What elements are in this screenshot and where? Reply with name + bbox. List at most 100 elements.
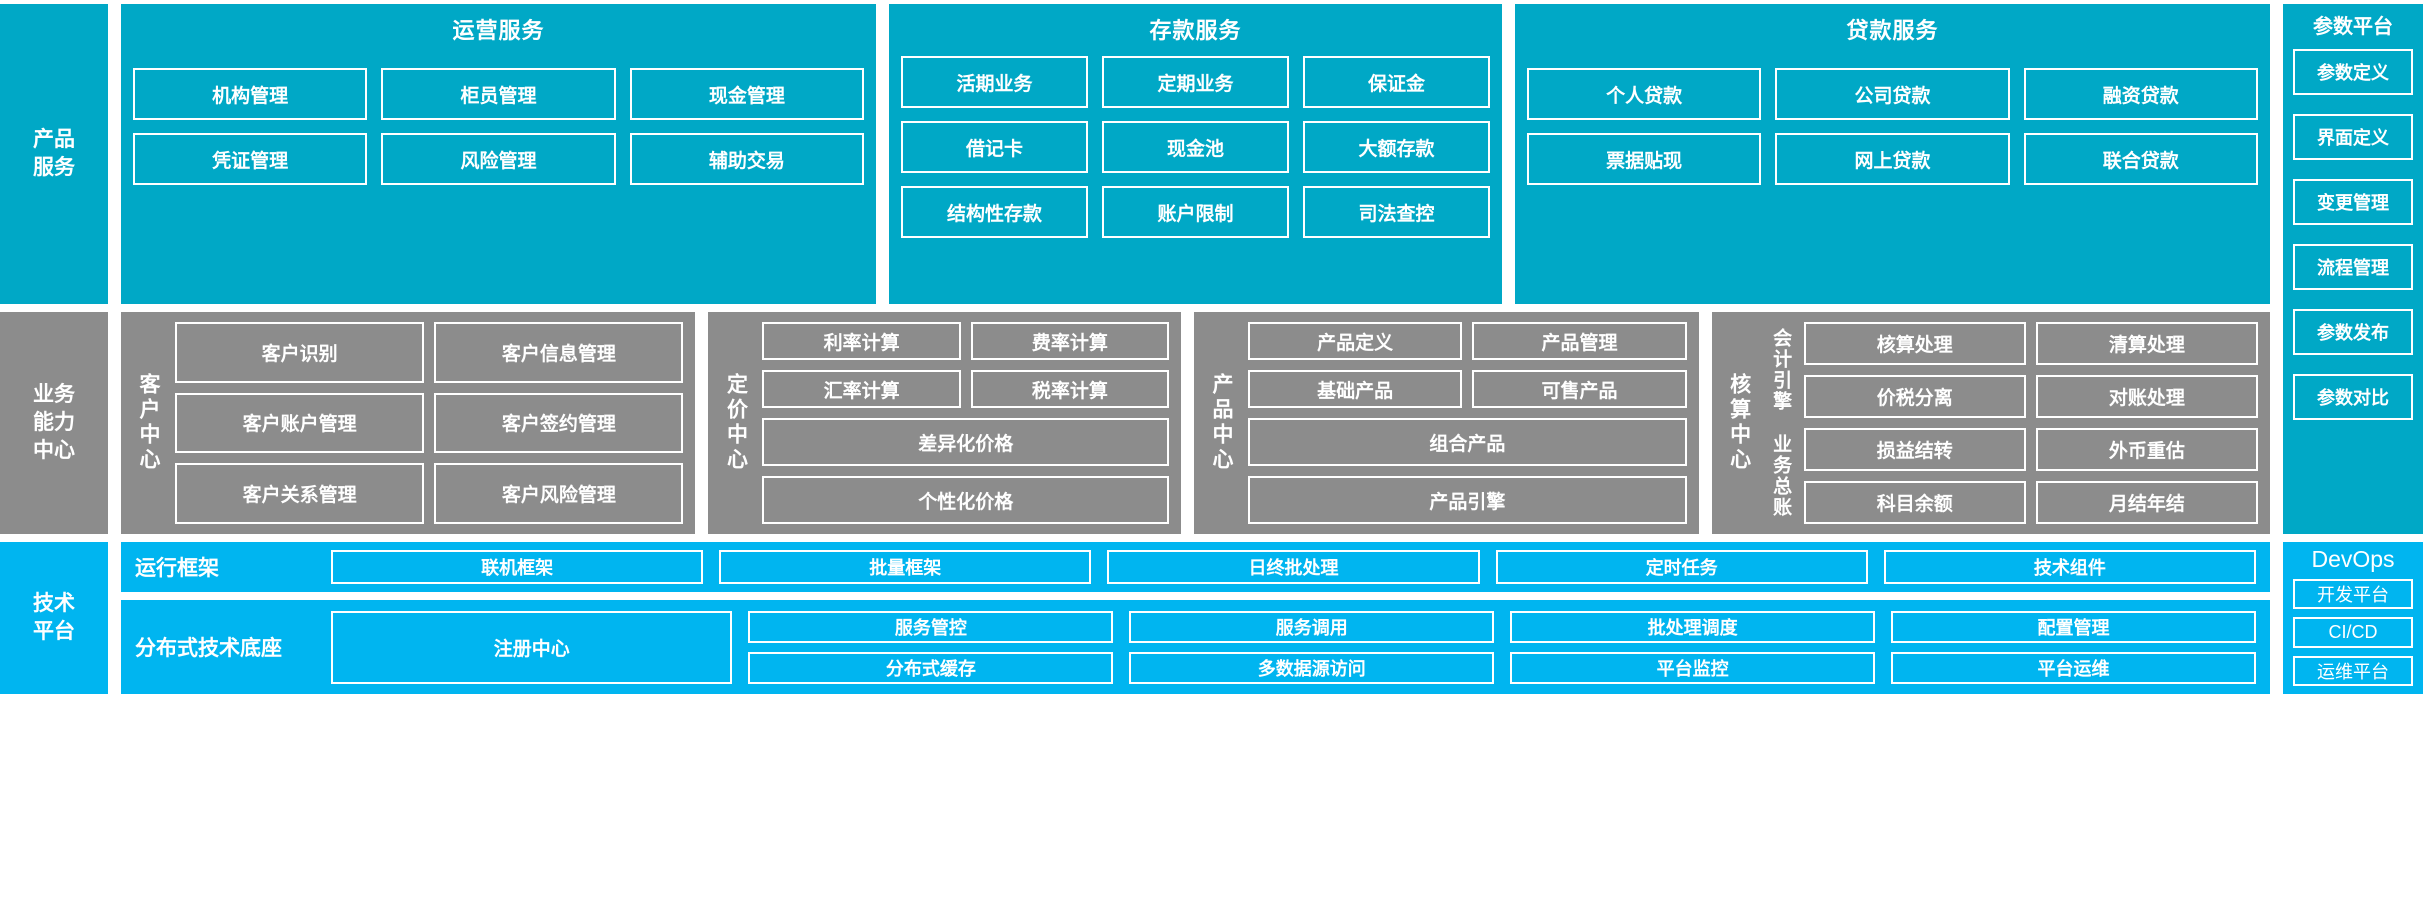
parameter-item[interactable]: 参数发布 <box>2293 309 2413 355</box>
service-item[interactable]: 机构管理 <box>133 68 368 120</box>
devops-item[interactable]: 开发平台 <box>2293 579 2413 610</box>
capability-item[interactable]: 基础产品 <box>1247 370 1463 408</box>
service-item[interactable]: 辅助交易 <box>629 133 865 185</box>
service-item[interactable]: 司法查控 <box>1302 186 1490 238</box>
row-product-services: 产品服务 运营服务 机构管理 柜员管理 现金管理 凭证管理 风险管理 辅助交易 … <box>0 4 2270 304</box>
capability-item[interactable]: 损益结转 <box>1803 428 2026 471</box>
capability-item[interactable]: 客户账户管理 <box>175 392 425 454</box>
capability-item[interactable]: 差异化价格 <box>762 418 1169 466</box>
parameter-item[interactable]: 参数定义 <box>2293 49 2413 95</box>
spine-technical-platform-label: 技术平台 <box>33 592 75 643</box>
panel-parameter-platform: 参数平台 参数定义 界面定义 变更管理 流程管理 参数发布 参数对比 <box>2283 4 2423 534</box>
capability-item[interactable]: 月结年结 <box>2035 481 2259 524</box>
framework-item[interactable]: 批量框架 <box>719 550 1092 584</box>
devops-item[interactable]: CI/CD <box>2293 617 2413 648</box>
service-item[interactable]: 柜员管理 <box>381 68 616 120</box>
service-item[interactable]: 联合贷款 <box>2023 133 2258 185</box>
center-product-label: 产品中心 <box>1209 373 1233 473</box>
panel-operation-services-grid: 机构管理 柜员管理 现金管理 凭证管理 风险管理 辅助交易 <box>133 56 865 292</box>
framework-item[interactable]: 联机框架 <box>331 550 704 584</box>
service-item[interactable]: 融资贷款 <box>2023 68 2258 120</box>
base-item[interactable]: 服务调用 <box>1129 610 1495 643</box>
service-item[interactable]: 保证金 <box>1302 56 1490 108</box>
service-item[interactable]: 定期业务 <box>1102 56 1289 108</box>
center-pricing-label: 定价中心 <box>724 373 748 473</box>
capability-item[interactable]: 清算处理 <box>2035 322 2259 365</box>
spine-product-services: 产品服务 <box>0 4 108 304</box>
base-item[interactable]: 批处理调度 <box>1510 610 1876 643</box>
distributed-base-column: 批处理调度 平台监控 <box>1510 610 1876 684</box>
capability-item[interactable]: 客户风险管理 <box>434 463 684 524</box>
row-business-capability: 业务能力中心 客户中心 客户识别 客户信息管理 客户账户管理 客户签约管理 客户… <box>0 312 2271 534</box>
capability-item[interactable]: 汇率计算 <box>762 370 961 408</box>
devops-item[interactable]: 运维平台 <box>2293 655 2413 686</box>
service-item[interactable]: 凭证管理 <box>133 133 368 185</box>
service-item[interactable]: 个人贷款 <box>1526 68 1762 120</box>
distributed-base-column: 服务管控 分布式缓存 <box>748 610 1114 684</box>
center-customer-grid: 客户识别 客户信息管理 客户账户管理 客户签约管理 客户关系管理 客户风险管理 <box>175 322 684 524</box>
spine-product-services-label: 产品服务 <box>33 128 75 179</box>
technical-platform-stack: 运行框架 联机框架 批量框架 日终批处理 定时任务 技术组件 分布式技术底座 注… <box>121 542 2270 694</box>
capability-item[interactable]: 客户签约管理 <box>434 392 684 454</box>
capability-item[interactable]: 产品引擎 <box>1247 476 1687 524</box>
capability-item[interactable]: 产品管理 <box>1472 322 1687 360</box>
capability-item[interactable]: 可售产品 <box>1472 370 1687 408</box>
framework-item[interactable]: 定时任务 <box>1495 550 1868 584</box>
service-item[interactable]: 现金管理 <box>629 68 865 120</box>
service-item[interactable]: 借记卡 <box>901 121 1089 173</box>
center-customer-body: 客户识别 客户信息管理 客户账户管理 客户签约管理 客户关系管理 客户风险管理 <box>175 322 684 524</box>
base-item[interactable]: 多数据源访问 <box>1129 651 1495 684</box>
capability-item[interactable]: 核算处理 <box>1803 322 2026 365</box>
capability-item[interactable]: 税率计算 <box>970 370 1169 408</box>
parameter-item[interactable]: 参数对比 <box>2293 374 2413 420</box>
panel-devops: DevOps 开发平台 CI/CD 运维平台 <box>2283 542 2423 694</box>
center-pricing-body: 利率计算 费率计算 汇率计算 税率计算 差异化价格 个性化价格 <box>762 322 1169 524</box>
center-accounting-label: 核算中心 <box>1727 373 1751 473</box>
capability-item[interactable]: 组合产品 <box>1247 418 1687 466</box>
framework-item[interactable]: 技术组件 <box>1883 550 2256 584</box>
service-item[interactable]: 结构性存款 <box>901 186 1089 238</box>
base-item[interactable]: 平台运维 <box>1891 651 2256 684</box>
accounting-subgroup-engine-grid: 核算处理 清算处理 价税分离 对账处理 <box>1803 322 2259 418</box>
service-item[interactable]: 网上贷款 <box>1775 133 2010 185</box>
capability-item[interactable]: 客户识别 <box>175 322 425 383</box>
base-item[interactable]: 平台监控 <box>1510 651 1876 684</box>
parameter-item[interactable]: 流程管理 <box>2293 244 2413 290</box>
base-item[interactable]: 配置管理 <box>1891 610 2256 643</box>
service-item[interactable]: 现金池 <box>1102 121 1289 173</box>
distributed-base-column: 注册中心 <box>331 610 733 684</box>
capability-item[interactable]: 个性化价格 <box>762 476 1169 524</box>
parameter-platform-title: 参数平台 <box>2313 16 2393 38</box>
capability-item[interactable]: 客户关系管理 <box>175 463 425 524</box>
capability-item[interactable]: 利率计算 <box>762 322 961 360</box>
panel-loan-services: 贷款服务 个人贷款 公司贷款 融资贷款 票据贴现 网上贷款 联合贷款 <box>1514 4 2270 304</box>
base-item[interactable]: 分布式缓存 <box>748 651 1114 684</box>
service-item[interactable]: 票据贴现 <box>1526 133 1762 185</box>
capability-item[interactable]: 对账处理 <box>2035 375 2259 418</box>
accounting-subgroup-ledger-grid: 损益结转 外币重估 科目余额 月结年结 <box>1803 428 2259 524</box>
capability-item[interactable]: 外币重估 <box>2035 428 2259 471</box>
capability-item[interactable]: 产品定义 <box>1247 322 1463 360</box>
base-item[interactable]: 注册中心 <box>331 610 733 684</box>
service-item[interactable]: 账户限制 <box>1102 186 1289 238</box>
framework-item[interactable]: 日终批处理 <box>1107 550 1480 584</box>
service-item[interactable]: 公司贷款 <box>1775 68 2010 120</box>
spine-business-capability: 业务能力中心 <box>0 312 108 534</box>
base-item[interactable]: 服务管控 <box>748 610 1114 643</box>
capability-item[interactable]: 费率计算 <box>970 322 1169 360</box>
center-pricing: 定价中心 利率计算 费率计算 汇率计算 税率计算 差异化价格 个性化价格 <box>708 312 1181 534</box>
accounting-subgroup-engine: 会计引擎 核算处理 清算处理 价税分离 对账处理 <box>1766 322 2259 418</box>
capability-item[interactable]: 价税分离 <box>1803 375 2026 418</box>
parameter-item[interactable]: 变更管理 <box>2293 179 2413 225</box>
service-item[interactable]: 风险管理 <box>381 133 616 185</box>
capability-item[interactable]: 科目余额 <box>1803 481 2026 524</box>
devops-list: 开发平台 CI/CD 运维平台 <box>2293 579 2413 686</box>
capability-item[interactable]: 客户信息管理 <box>434 322 684 383</box>
distributed-base-items: 注册中心 服务管控 分布式缓存 服务调用 多数据源访问 批处理调度 平台监控 <box>331 610 2256 684</box>
center-product: 产品中心 产品定义 产品管理 基础产品 可售产品 组合产品 产品引擎 <box>1193 312 1699 534</box>
panel-deposit-services: 存款服务 活期业务 定期业务 保证金 借记卡 现金池 大额存款 结构性存款 账户… <box>889 4 1502 304</box>
parameter-item[interactable]: 界面定义 <box>2293 114 2413 160</box>
service-item[interactable]: 大额存款 <box>1302 121 1490 173</box>
service-item[interactable]: 活期业务 <box>901 56 1089 108</box>
devops-title: DevOps <box>2311 546 2395 572</box>
